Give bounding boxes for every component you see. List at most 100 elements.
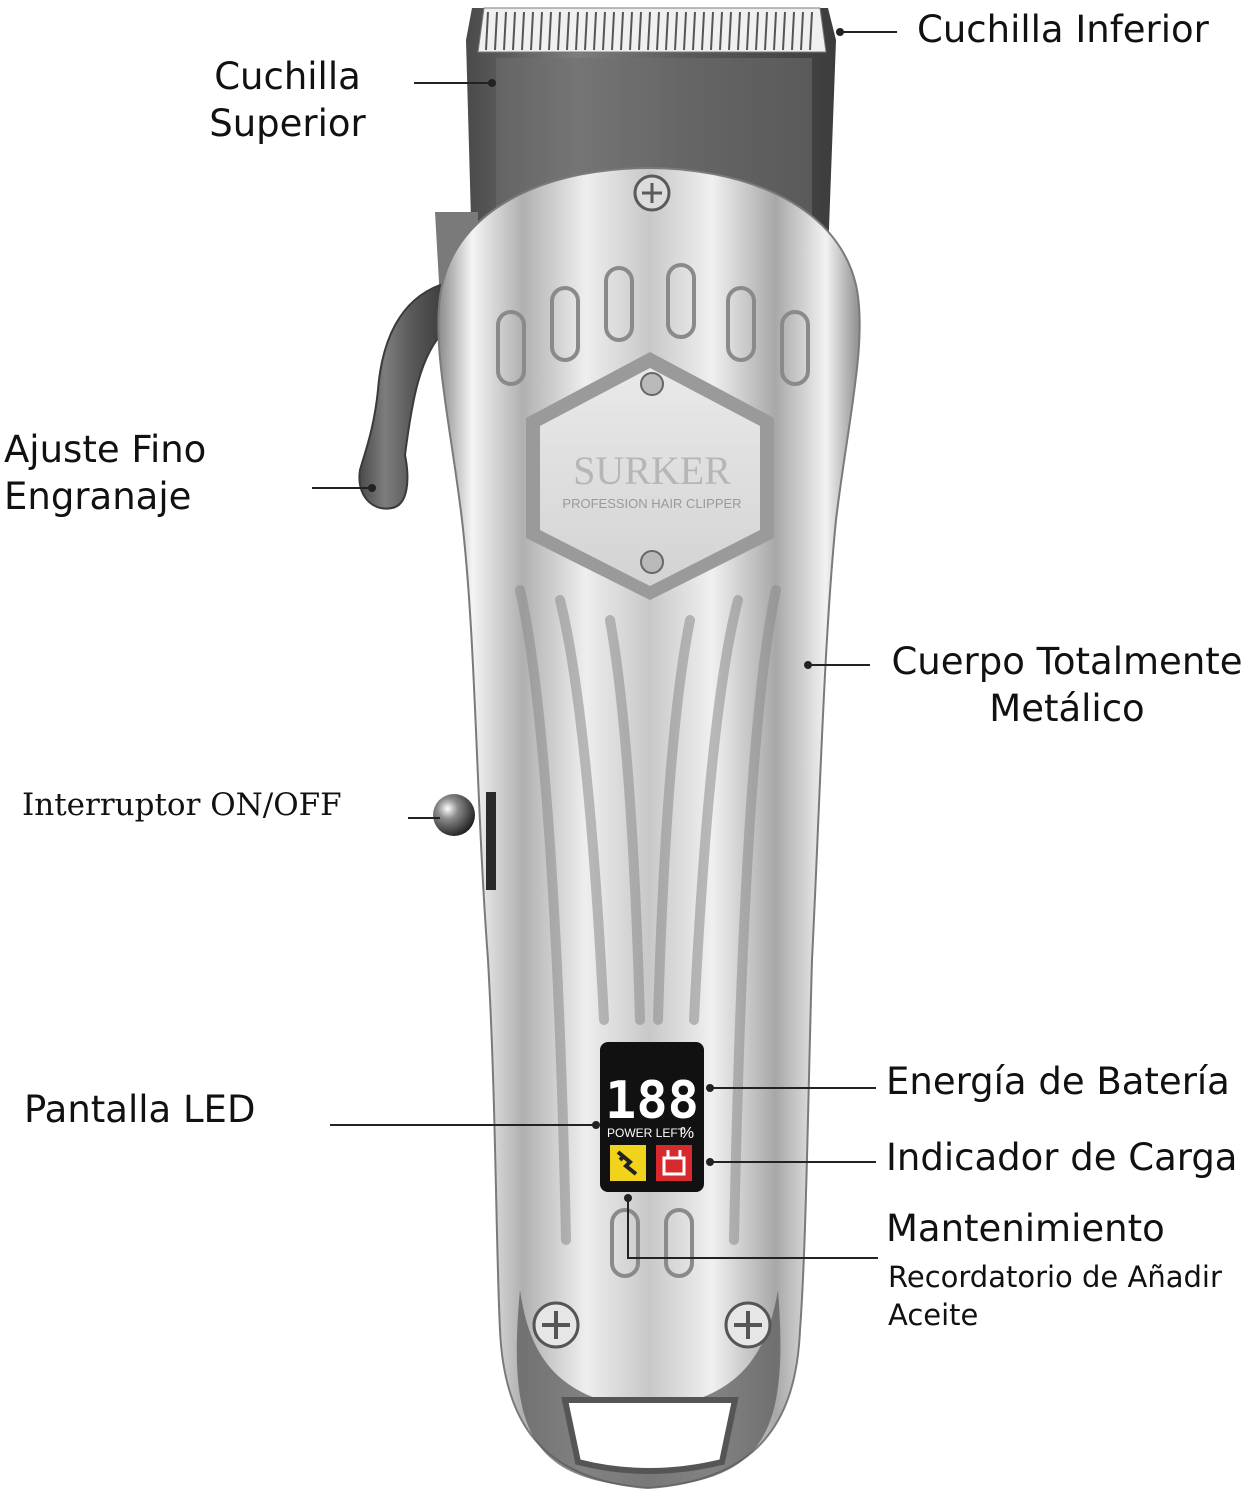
body-ribs — [515, 585, 781, 1245]
blade-tooth — [629, 11, 633, 51]
blade-tooth — [764, 11, 768, 51]
blade-tooth — [746, 11, 750, 51]
label-fine-adjust: Ajuste Fino Engranaje — [4, 426, 206, 520]
blade-tooth — [647, 11, 651, 51]
hex-screw-bottom — [640, 550, 664, 574]
label-metal-body-line2: Metálico — [989, 687, 1145, 730]
label-fine-adjust-line1: Ajuste Fino — [4, 428, 207, 471]
label-fine-adjust-line2: Engranaje — [4, 475, 192, 518]
label-maintenance-desc: Recordatorio de Añadir Aceite — [888, 1258, 1222, 1334]
blade-tooth — [530, 11, 534, 51]
blade-tooth — [521, 11, 525, 51]
vent-slot — [604, 266, 634, 342]
logo-plate — [540, 368, 760, 586]
fine-adjust-lever — [358, 283, 447, 510]
label-charge-indicator: Indicador de Carga — [886, 1136, 1238, 1179]
power-switch-knob — [433, 794, 475, 836]
plug-icon — [662, 1150, 686, 1176]
top-screw-cross — [642, 183, 662, 203]
blade-tooth — [566, 11, 570, 51]
label-led-screen: Pantalla LED — [24, 1088, 256, 1131]
blade-tooth — [512, 11, 516, 51]
leader-dots — [368, 28, 844, 1202]
blade-tooth — [656, 11, 660, 51]
blade-tooth — [611, 11, 615, 51]
blade-tooth — [800, 11, 804, 51]
vent-slot — [726, 286, 756, 362]
blade-tooth — [494, 11, 498, 51]
blade-tooth — [575, 11, 579, 51]
vent-slot — [550, 286, 580, 362]
screw-cross-right — [734, 1311, 762, 1339]
blade-tooth — [773, 11, 777, 51]
dot-metal-body — [804, 661, 812, 669]
blade-tooth — [638, 11, 642, 51]
bottom-vent-right — [664, 1208, 694, 1278]
power-switch — [433, 792, 496, 890]
oil-can-icon — [616, 1150, 638, 1176]
dot-led-screen — [592, 1121, 600, 1129]
label-maintenance-line1: Recordatorio de Añadir — [888, 1260, 1222, 1294]
blade-tooth — [674, 11, 678, 51]
blade-tooth — [683, 11, 687, 51]
label-maintenance-line2: Aceite — [888, 1298, 979, 1332]
brand-logo: SURKER — [573, 448, 731, 493]
blade-tooth — [503, 11, 507, 51]
label-upper-blade: Cuchilla Superior — [190, 53, 385, 147]
blade-tooth — [791, 11, 795, 51]
vent-slot — [780, 310, 810, 386]
dot-fine-adjust — [368, 484, 376, 492]
leader-maintenance — [627, 1198, 878, 1259]
leader-lines — [312, 31, 897, 1259]
dot-maintenance — [624, 1194, 632, 1202]
charge-icon — [656, 1145, 692, 1181]
percent-sign: % — [680, 1125, 694, 1142]
blade-tooth — [692, 11, 696, 51]
blade-tooth — [557, 11, 561, 51]
vent-slot — [666, 263, 696, 339]
power-left-caption: POWER LEFT — [607, 1126, 686, 1140]
blade-tooth — [539, 11, 543, 51]
led-display: 188 POWER LEFT % — [600, 1042, 704, 1192]
label-maintenance: Mantenimiento — [886, 1207, 1165, 1250]
label-upper-blade-line1: Cuchilla — [214, 55, 361, 98]
blade-tooth — [755, 11, 759, 51]
clipper-body: SURKER PROFESSION HAIR CLIPPER — [437, 166, 861, 1490]
hex-screw-top — [640, 372, 664, 396]
blade-teeth-lines — [485, 11, 813, 51]
blade-tooth — [782, 11, 786, 51]
top-vents — [496, 263, 810, 386]
blade-tooth — [728, 11, 732, 51]
blade-tooth — [809, 11, 813, 51]
blade-tooth — [602, 11, 606, 51]
label-metal-body: Cuerpo Totalmente Metálico — [884, 638, 1250, 732]
dot-lower-blade — [836, 28, 844, 36]
label-power-switch: Interruptor ON/OFF — [22, 787, 342, 823]
bottom-vent-left — [610, 1208, 640, 1278]
switch-slot — [486, 792, 496, 890]
power-left-label: POWER LEFT — [607, 1126, 686, 1140]
blade-tooth — [584, 11, 588, 51]
blade-tooth — [593, 11, 597, 51]
screw-cross-left — [542, 1311, 570, 1339]
label-upper-blade-line2: Superior — [209, 102, 366, 145]
blade-tooth — [620, 11, 624, 51]
vent-slot — [496, 310, 526, 386]
dot-charge — [706, 1158, 714, 1166]
label-battery-energy: Energía de Batería — [886, 1060, 1230, 1103]
blade-tooth — [737, 11, 741, 51]
label-lower-blade: Cuchilla Inferior — [917, 8, 1209, 51]
blade-tooth — [701, 11, 705, 51]
battery-digits: 188 — [605, 1071, 699, 1131]
dot-upper-blade — [488, 79, 496, 87]
blade-tooth — [719, 11, 723, 51]
blade-tooth — [710, 11, 714, 51]
hanging-loop — [561, 1397, 739, 1474]
blade-tooth — [665, 11, 669, 51]
label-metal-body-line1: Cuerpo Totalmente — [891, 640, 1243, 683]
brand-subtitle: PROFESSION HAIR CLIPPER — [562, 496, 741, 511]
blade-tooth — [548, 11, 552, 51]
dot-battery — [706, 1084, 714, 1092]
blade-tooth — [485, 11, 489, 51]
